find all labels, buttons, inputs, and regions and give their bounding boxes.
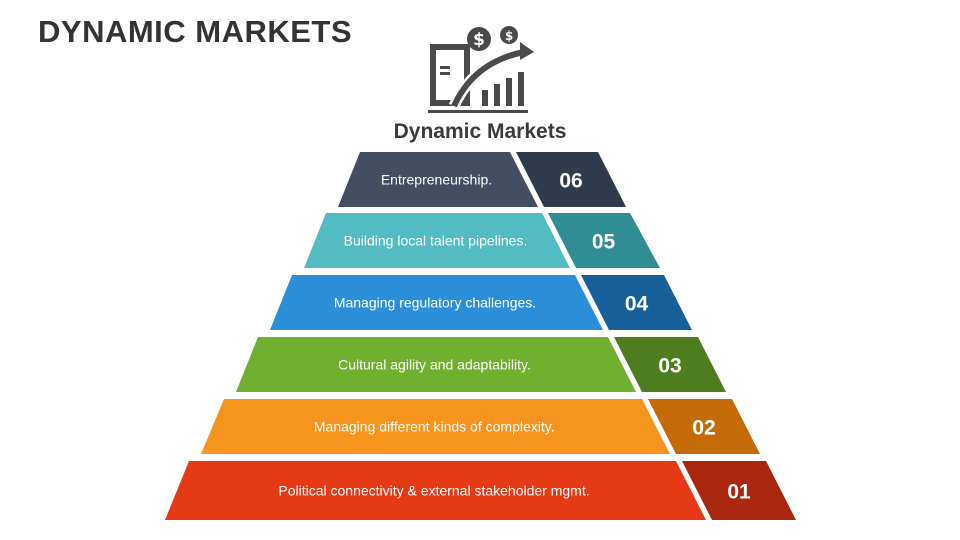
pyramid-level-02: Managing different kinds of complexity. 0… — [201, 399, 760, 454]
level-number-block — [548, 213, 660, 268]
pyramid-level-01: Political connectivity & external stakeh… — [165, 461, 796, 520]
level-label: Cultural agility and adaptability. — [338, 357, 531, 373]
level-label: Managing regulatory challenges. — [334, 295, 536, 311]
svg-text:$: $ — [473, 30, 485, 50]
level-number-block — [516, 152, 626, 207]
level-number-block — [614, 337, 726, 392]
pyramid-level-03: Cultural agility and adaptability. 03 — [236, 337, 726, 392]
level-number-block — [581, 275, 692, 330]
level-number: 06 — [559, 170, 582, 193]
level-label: Political connectivity & external stakeh… — [278, 483, 589, 499]
financial-growth-chart-icon: $ $ — [424, 22, 536, 122]
level-label: Entrepreneurship. — [381, 172, 492, 188]
pyramid-level-05: Building local talent pipelines. 05 — [304, 213, 660, 268]
level-number: 05 — [592, 231, 616, 254]
level-band — [165, 461, 706, 520]
level-band — [270, 275, 603, 330]
level-number-block — [648, 399, 760, 454]
level-band — [304, 213, 570, 268]
level-band — [201, 399, 670, 454]
svg-text:$: $ — [505, 29, 513, 43]
level-label: Building local talent pipelines. — [344, 233, 528, 249]
level-band — [236, 337, 636, 392]
level-label: Managing different kinds of complexity. — [314, 419, 555, 435]
diagram-heading: Dynamic Markets — [393, 120, 567, 143]
level-number: 01 — [727, 481, 751, 504]
pyramid-level-04: Managing regulatory challenges. 04 — [270, 275, 692, 330]
page-title: DYNAMIC MARKETS — [38, 14, 353, 49]
level-number: 02 — [692, 417, 715, 440]
level-number: 04 — [625, 293, 649, 316]
pyramid-level-06: Entrepreneurship. 06 — [338, 152, 626, 207]
level-band — [338, 152, 538, 207]
level-number-block — [682, 461, 796, 520]
level-number: 03 — [658, 355, 681, 378]
